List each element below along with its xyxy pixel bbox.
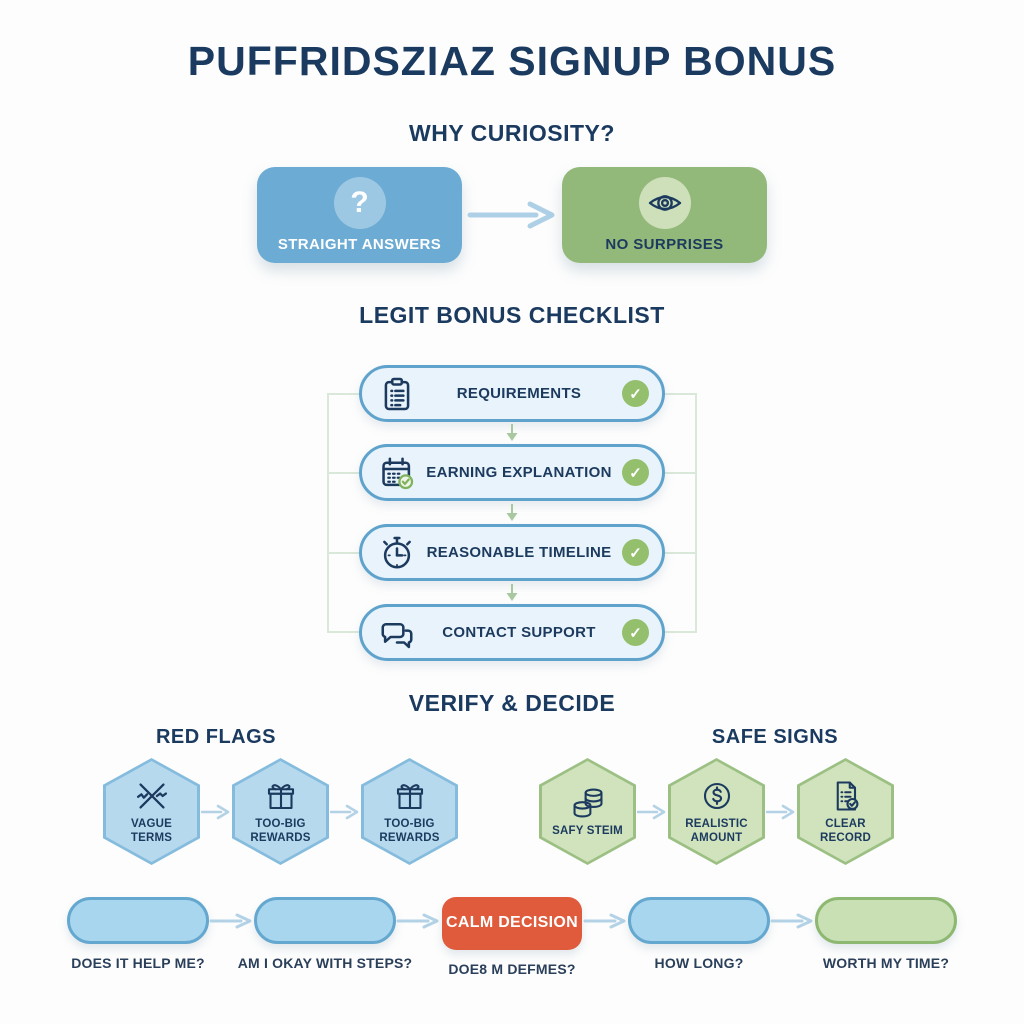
coins-icon xyxy=(573,788,602,818)
checklist-item-requirements: REQUIREMENTS ✓ xyxy=(359,365,665,422)
check-circle-icon: ✓ xyxy=(622,380,649,407)
eye-icon xyxy=(638,177,691,229)
checklist-item-label: CONTACT SUPPORT xyxy=(442,624,596,641)
dollar-circle-icon xyxy=(703,782,730,809)
checklist-item-label: EARNING EXPLANATION xyxy=(426,464,612,481)
hex-label: CLEAR RECORD xyxy=(819,817,872,844)
safe-signs-heading: SAFE SIGNS xyxy=(711,726,839,748)
flow-caption: AM I OKAY WITH STEPS? xyxy=(237,955,413,971)
right-arrow-icon xyxy=(770,913,813,929)
no-surprises-card: NO SURPRISES xyxy=(562,167,767,263)
flow-caption: WORTH MY TIME? xyxy=(822,955,950,971)
hex-vague-terms: VAGUE TERMS xyxy=(103,758,200,865)
document-check-icon xyxy=(836,781,858,811)
no-surprises-label: NO SURPRISES xyxy=(605,236,724,253)
right-arrow-icon xyxy=(637,804,666,819)
crossed-lines-icon xyxy=(136,783,167,809)
clipboard-icon xyxy=(384,377,410,410)
flow-caption: DOE8 M DEFMES? xyxy=(448,961,576,977)
down-arrow-icon xyxy=(506,424,518,441)
checklist-item-earning-explanation: EARNING EXPLANATION ✓ xyxy=(359,444,665,501)
flow-step-okay-with-steps: AM I OKAY WITH STEPS? xyxy=(238,897,412,971)
flow-pill xyxy=(628,897,770,944)
safe-signs-row: SAFY STEIM REALISTIC AMOUNT xyxy=(539,758,894,865)
check-circle-icon: ✓ xyxy=(622,459,649,486)
right-arrow-icon xyxy=(583,913,626,929)
hex-label: TOO-BIG REWARDS xyxy=(250,817,311,844)
flow-pill xyxy=(815,897,957,944)
straight-answers-label: STRAIGHT ANSWERS xyxy=(277,236,442,253)
hex-label: REALISTIC AMOUNT xyxy=(685,817,748,844)
hex-label: VAGUE TERMS xyxy=(130,817,173,844)
right-arrow-icon xyxy=(766,804,795,819)
hex-label: SAFY STEIM xyxy=(552,824,623,837)
hex-safy-steim: SAFY STEIM xyxy=(539,758,636,865)
decision-flow-row: DOES IT HELP ME? AM I OKAY WITH STEPS? C… xyxy=(67,897,957,977)
page-title: PUFFRIDSZIAZ SIGNUP BONUS xyxy=(187,38,837,84)
question-mark-icon: ? xyxy=(333,177,386,229)
right-arrow-icon xyxy=(201,804,230,819)
straight-answers-card: ? STRAIGHT ANSWERS xyxy=(257,167,462,263)
calm-decision-pill: CALM DECISION xyxy=(442,897,582,950)
down-arrow-icon xyxy=(506,584,518,601)
checklist-item-reasonable-timeline: REASONABLE TIMELINE ✓ xyxy=(359,524,665,581)
right-arrow-icon xyxy=(467,201,555,229)
hex-clear-record: CLEAR RECORD xyxy=(797,758,894,865)
hex-realistic-amount: REALISTIC AMOUNT xyxy=(668,758,765,865)
check-circle-icon: ✓ xyxy=(622,619,649,646)
right-arrow-icon xyxy=(209,913,252,929)
stopwatch-icon xyxy=(383,536,411,569)
red-flags-row: VAGUE TERMS TOO-BIG REWARDS xyxy=(103,758,458,865)
right-arrow-icon xyxy=(396,913,439,929)
checklist-item-label: REQUIREMENTS xyxy=(456,385,582,402)
flow-step-worth-my-time: WORTH MY TIME? xyxy=(815,897,957,971)
down-arrow-icon xyxy=(506,504,518,521)
checklist-heading: LEGIT BONUS CHECKLIST xyxy=(359,302,665,328)
hex-too-big-rewards: TOO-BIG REWARDS xyxy=(232,758,329,865)
check-circle-icon: ✓ xyxy=(622,539,649,566)
flow-step-how-long: HOW LONG? xyxy=(628,897,770,971)
red-flags-heading: RED FLAGS xyxy=(155,726,277,748)
why-cards-row: ? STRAIGHT ANSWERS NO SURPRISES xyxy=(0,167,1024,263)
hex-label: TOO-BIG REWARDS xyxy=(379,817,440,844)
checklist-item-contact-support: CONTACT SUPPORT ✓ xyxy=(359,604,665,661)
hex-too-big-rewards-2: TOO-BIG REWARDS xyxy=(361,758,458,865)
flow-caption: DOES IT HELP ME? xyxy=(71,955,205,971)
right-arrow-icon xyxy=(330,804,359,819)
checklist-item-label: REASONABLE TIMELINE xyxy=(426,544,612,561)
why-section-heading: WHY CURIOSITY? xyxy=(409,120,615,146)
flow-pill xyxy=(254,897,396,944)
flow-pill xyxy=(67,897,209,944)
calendar-check-icon xyxy=(382,456,414,489)
flow-caption: HOW LONG? xyxy=(654,955,744,971)
gift-icon xyxy=(396,783,423,809)
gift-icon xyxy=(267,783,294,809)
flow-step-calm-decision: CALM DECISION DOE8 M DEFMES? xyxy=(441,897,583,977)
chat-bubbles-icon xyxy=(381,622,413,648)
verify-heading: VERIFY & DECIDE xyxy=(408,690,616,716)
flow-step-does-it-help: DOES IT HELP ME? xyxy=(67,897,209,971)
